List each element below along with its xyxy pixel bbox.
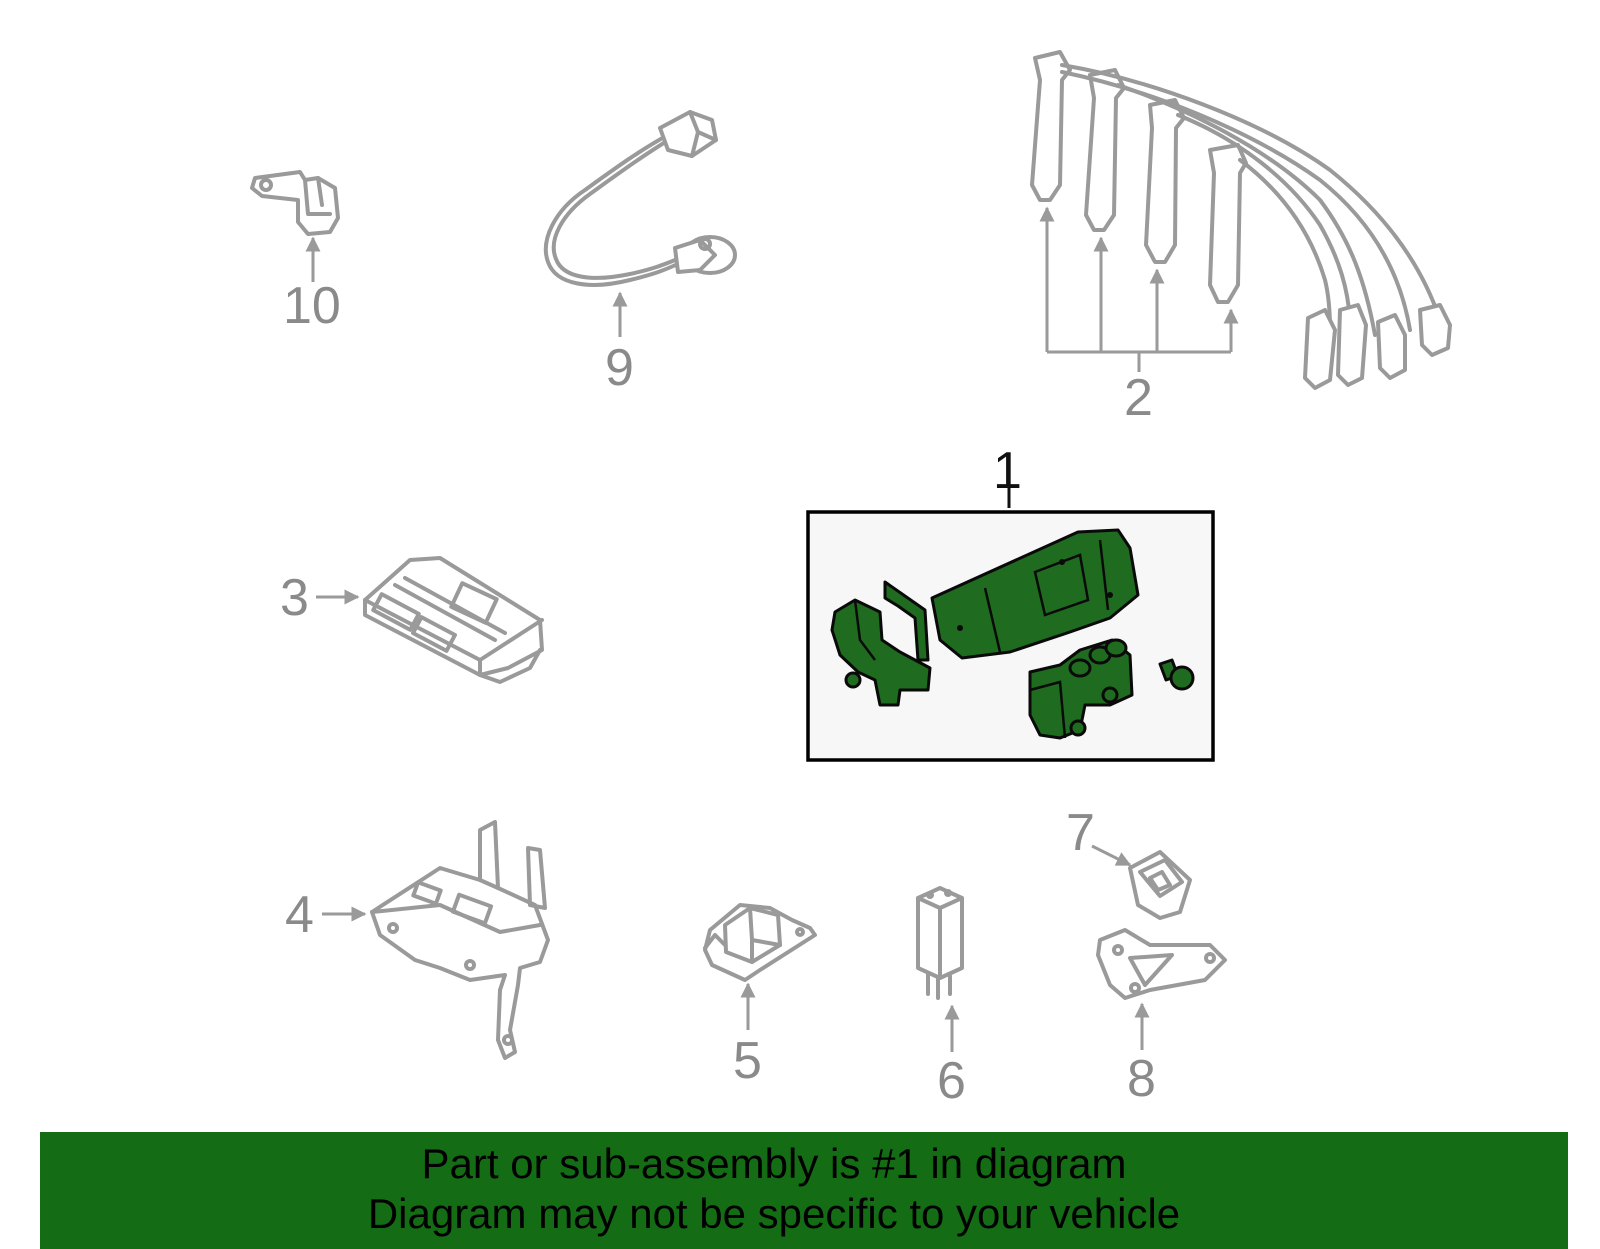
part-3-ecu[interactable] [363,556,544,684]
part-4-bracket[interactable] [370,820,550,1060]
part-7-mount[interactable] [1128,850,1192,920]
part-1-ignition-assembly[interactable] [830,528,1195,740]
part-6-relay[interactable] [916,886,964,1000]
part-9-sensor[interactable] [543,110,737,287]
part-2-wire-set[interactable] [1030,50,1452,390]
callout-4[interactable]: 4 [285,886,314,944]
callout-10[interactable]: 10 [283,277,341,335]
banner-line-2: Diagram may not be specific to your vehi… [367,1190,1181,1237]
part-8-plate[interactable] [1096,928,1227,1000]
callout-2[interactable]: 2 [1124,369,1153,427]
banner-line-1: Part or sub-assembly is #1 in diagram [421,1140,1127,1187]
callout-5[interactable]: 5 [733,1032,762,1090]
callout-8[interactable]: 8 [1127,1050,1156,1108]
callout-3[interactable]: 3 [280,569,309,627]
notice-banner: Part or sub-assembly is #1 in diagram Di… [40,1132,1568,1249]
leader-2 [1039,206,1239,372]
callout-7[interactable]: 7 [1066,804,1095,862]
leader-7 [1091,844,1132,867]
callout-9[interactable]: 9 [605,339,634,397]
callout-6[interactable]: 6 [937,1052,966,1110]
callout-1[interactable]: 1 [993,442,1022,500]
part-10-clip[interactable] [250,170,340,236]
part-5-relay[interactable] [703,903,817,982]
